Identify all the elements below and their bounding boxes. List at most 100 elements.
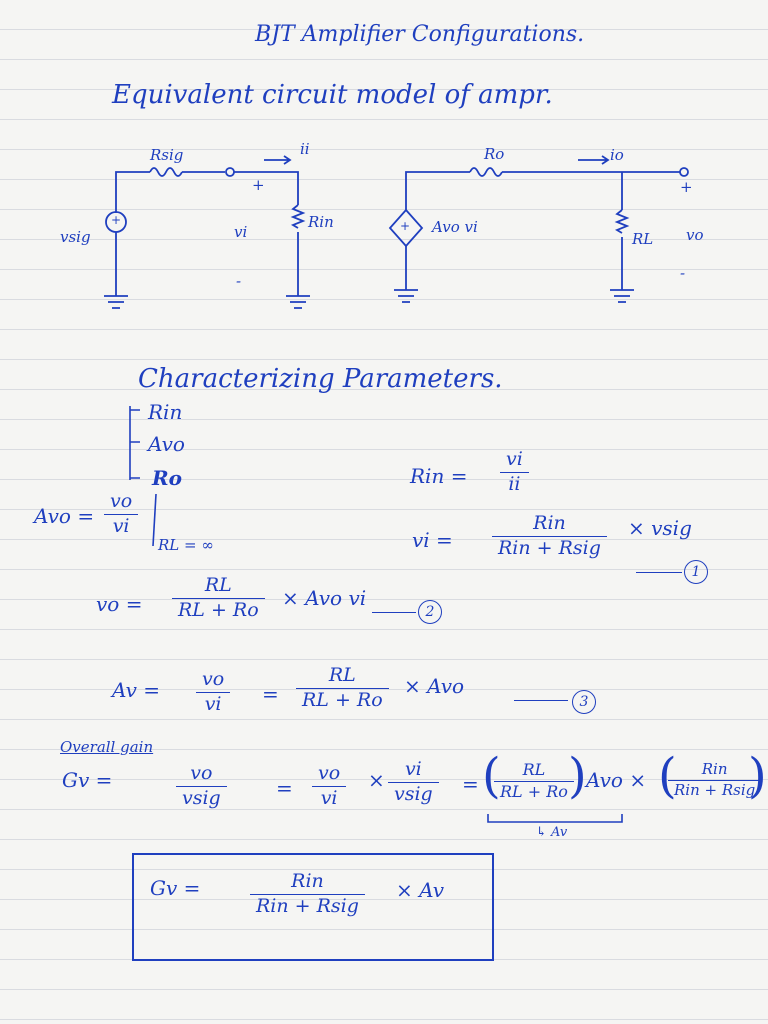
eq2-tag: 2 xyxy=(418,600,442,624)
gv-den2: vi xyxy=(320,786,338,809)
vo-fraction: RL RL + Ro xyxy=(172,575,265,621)
page-title: BJT Amplifier Configurations. xyxy=(255,22,585,47)
gv-equals-2: = xyxy=(462,772,479,796)
eq1-underline xyxy=(636,572,682,573)
eq2-underline xyxy=(372,612,416,613)
vi-plus-sign: + xyxy=(252,176,265,194)
dependent-source-sign: + xyxy=(400,219,411,233)
av-den2: RL + Ro xyxy=(302,688,383,711)
gv-fraction-1: vo vsig xyxy=(176,762,227,809)
vi-tail: × vsig xyxy=(628,516,692,540)
vi-num: Rin xyxy=(533,512,566,534)
paren-open-2: ( xyxy=(658,748,677,804)
vi-lhs: vi = xyxy=(412,528,453,552)
gv-lhs: Gv = xyxy=(62,768,113,792)
rl-resistor xyxy=(614,209,630,234)
ii-label: ii xyxy=(300,140,310,158)
vi-fraction: Rin Rin + Rsig xyxy=(492,512,607,559)
gv-den5: Rin + Rsig xyxy=(674,780,756,799)
avo-fraction: vo vi xyxy=(104,490,139,537)
rin-num: vi xyxy=(506,448,523,470)
rsig-label: Rsig xyxy=(150,146,184,164)
circuit1-wire-left xyxy=(115,171,150,213)
gv-fraction-5: Rin Rin + Rsig xyxy=(668,760,762,799)
avo-vi-label: Avo vi xyxy=(432,218,478,236)
paren-open-1: ( xyxy=(482,748,501,804)
ground-source xyxy=(394,289,418,303)
rin-fraction: vi ii xyxy=(500,448,529,495)
vo-label: vo xyxy=(686,226,704,244)
vo-plus-sign: + xyxy=(680,178,693,196)
av-lhs: Av = xyxy=(112,678,161,702)
av-num1: vo xyxy=(202,668,225,690)
vi-den: Rin + Rsig xyxy=(498,536,601,559)
section-subtitle: Equivalent circuit model of ampr. xyxy=(112,80,553,110)
av-fraction-2: RL RL + Ro xyxy=(296,664,389,711)
rin-lhs: Rin = xyxy=(410,464,468,488)
param-avo: Avo xyxy=(148,432,185,456)
final-den: Rin + Rsig xyxy=(256,894,359,917)
eq3-underline xyxy=(514,700,568,701)
input-terminal xyxy=(225,167,235,177)
gv-times: × xyxy=(368,768,385,792)
ro-label: Ro xyxy=(484,145,505,163)
paren-close-1: ) xyxy=(568,748,587,804)
rin-den: ii xyxy=(508,472,521,495)
final-tail: × Av xyxy=(396,878,445,902)
gv-num1: vo xyxy=(190,762,213,784)
vsig-label: vsig xyxy=(60,228,91,246)
paren-close-2: ) xyxy=(748,748,767,804)
eq3-tag: 3 xyxy=(572,690,596,714)
io-arrow xyxy=(578,155,610,165)
avo-num: vo xyxy=(110,490,133,512)
av-underbrace xyxy=(487,814,623,823)
gv-num3: vi xyxy=(404,758,422,780)
ground-rl xyxy=(610,289,634,303)
rsig-resistor xyxy=(149,167,183,177)
gv-den3: vsig xyxy=(394,782,433,805)
gv-num4: RL xyxy=(522,760,546,779)
vo-minus-sign: - xyxy=(680,264,686,282)
gv-den1: vsig xyxy=(182,786,221,809)
io-label: io xyxy=(610,146,624,164)
av-equals: = xyxy=(262,682,279,706)
final-num: Rin xyxy=(291,870,324,892)
final-fraction: Rin Rin + Rsig xyxy=(250,870,365,917)
eq1-tag: 1 xyxy=(684,560,708,584)
gv-equals-1: = xyxy=(276,776,293,800)
gv-den4: RL + Ro xyxy=(500,781,568,801)
gv-num5: Rin xyxy=(701,760,728,778)
avo-condition: RL = ∞ xyxy=(158,536,214,554)
av-tail: × Avo xyxy=(404,674,465,698)
av-den1: vi xyxy=(204,692,222,715)
avo-lhs: Avo = xyxy=(34,504,95,528)
rin-resistor xyxy=(290,204,306,229)
ii-arrow xyxy=(264,155,292,165)
avo-condition-bar xyxy=(152,493,157,547)
param-rin: Rin xyxy=(148,400,183,424)
ground-rin xyxy=(286,295,310,309)
vi-label: vi xyxy=(234,223,248,241)
vo-tail: × Avo vi xyxy=(282,586,367,610)
av-brace-label: ↳ Av xyxy=(536,825,568,840)
equivalent-circuit-diagrams xyxy=(104,155,689,309)
ground-vsig xyxy=(104,295,128,309)
final-lhs: Gv = xyxy=(150,876,201,900)
gv-fraction-3: vi vsig xyxy=(388,758,439,805)
avo-den: vi xyxy=(112,514,130,537)
result-box xyxy=(132,853,494,961)
params-heading: Characterizing Parameters. xyxy=(138,364,503,394)
param-ro: Ro xyxy=(152,466,182,490)
rin-label: Rin xyxy=(308,213,334,231)
vo-den: RL + Ro xyxy=(178,598,259,621)
gv-avo: Avo × xyxy=(586,768,647,792)
params-bracket xyxy=(129,406,140,480)
av-num2: RL xyxy=(328,664,356,686)
overall-gain-label: Overall gain xyxy=(60,738,154,756)
output-terminal xyxy=(679,167,689,177)
gv-fraction-2: vo vi xyxy=(312,763,347,809)
vo-lhs: vo = xyxy=(96,592,143,616)
rl-label: RL xyxy=(632,230,654,248)
av-fraction-1: vo vi xyxy=(196,668,231,715)
